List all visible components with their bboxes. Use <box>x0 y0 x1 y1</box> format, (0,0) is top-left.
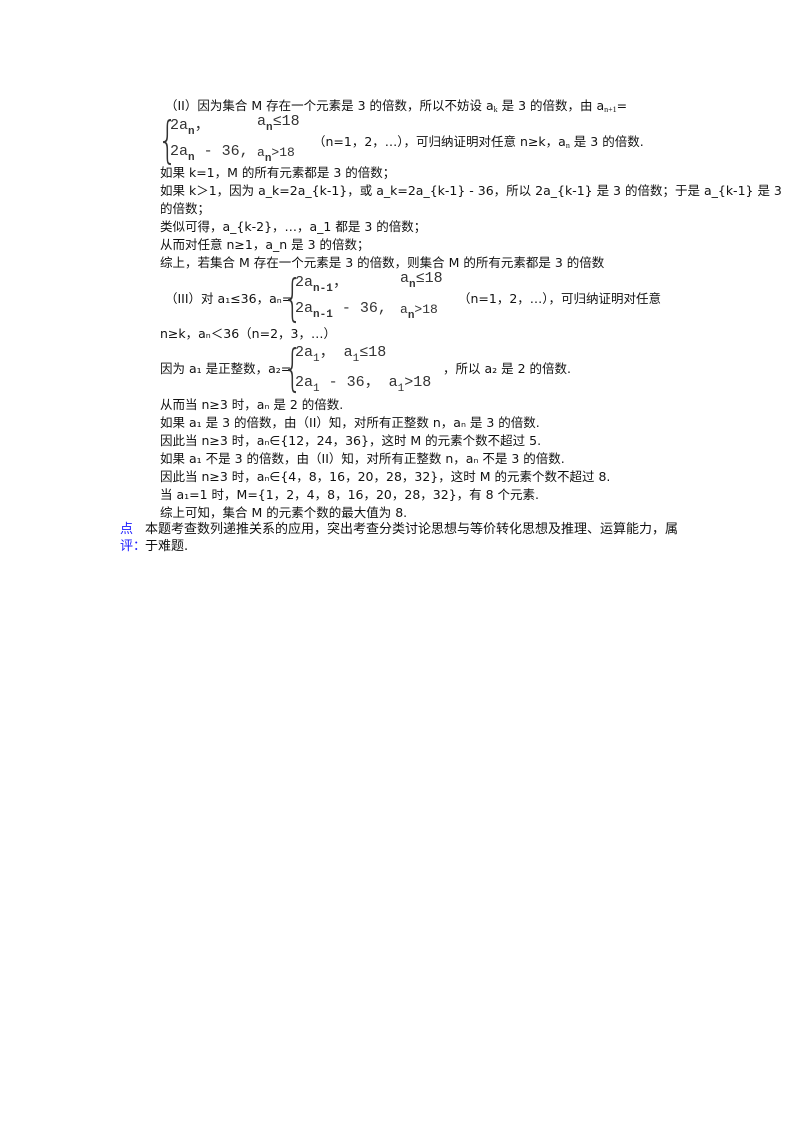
label-text: 评： <box>120 539 147 554</box>
text: 2a <box>295 274 314 291</box>
subscript: n <box>266 122 273 134</box>
formula2-row-2: 2a1 - 36， a1>18 <box>295 370 431 395</box>
part2-line: 类似可得，a_{k-2}，…，a_1 都是 3 的倍数； <box>160 219 427 234</box>
text: 2a <box>295 344 314 361</box>
part3-line: 从而当 n≥3 时，aₙ 是 2 的倍数. <box>160 397 344 412</box>
formula-row-2: 2an-1 - 36, <box>295 300 387 321</box>
part2-line: 综上，若集合 M 存在一个元素是 3 的倍数，则集合 M 的所有元素都是 3 的… <box>160 255 605 270</box>
part2-intro: （II）因为集合 M 存在一个元素是 3 的倍数，所以不妨设 ak 是 3 的倍… <box>165 97 627 118</box>
text: - 36, <box>194 143 249 160</box>
part3-line: 因此当 n≥3 时，aₙ∈{4，8，16，20，28，32}，这时 M 的元素个… <box>160 469 611 484</box>
text: a <box>257 113 267 130</box>
formula-cond-2: an>18 <box>257 145 295 165</box>
subscript: n <box>407 310 415 322</box>
subscript: n <box>565 141 570 150</box>
text: >18 <box>404 374 432 391</box>
comment-text: 本题考查数列递推关系的应用，突出考查分类讨论思想与等价转化思想及推理、运算能力，… <box>145 522 679 554</box>
subscript: n <box>188 126 195 138</box>
subscript: n-1 <box>313 309 333 321</box>
text: a <box>257 145 265 160</box>
text: （II）因为集合 M 存在一个元素是 3 的倍数，所以不妨设 a <box>165 98 494 113</box>
text: - 36, <box>332 300 387 317</box>
text: = <box>616 98 628 113</box>
subscript: 1 <box>313 353 320 365</box>
label-text: 点 <box>120 522 134 537</box>
part2-line: 从而对任意 n≥1，a_n 是 3 的倍数； <box>160 237 370 252</box>
part3-after-formula: （n=1，2，…），可归纳证明对任意 <box>458 291 662 306</box>
part2-line: 如果 k=1，M 的所有元素都是 3 的倍数； <box>160 165 396 180</box>
formula-row-1: 2an， <box>170 113 210 138</box>
text: - 36， a <box>319 374 398 391</box>
part3-line: 因此当 n≥3 时，aₙ∈{12，24，36}，这时 M 的元素个数不超过 5. <box>160 433 542 448</box>
text: ≤18 <box>359 344 387 361</box>
part3-line: 当 a₁=1 时，M={1，2，4，8，16，20，28，32}，有 8 个元素… <box>160 487 540 502</box>
text: >18 <box>271 145 295 160</box>
text: ≤18 <box>272 113 300 130</box>
part3-because: 因为 a₁ 是正整数，a₂= <box>160 361 292 376</box>
text: （n=1，2，…），可归纳证明对任意 n≥k，a <box>313 134 566 149</box>
formula-row-1: 2an-1， <box>295 270 348 295</box>
text: 是 3 的倍数. <box>569 134 644 149</box>
part3-line: 综上可知，集合 M 的元素个数的最大值为 8. <box>160 505 408 520</box>
text: ， a <box>319 344 353 361</box>
subscript: 1 <box>352 353 360 365</box>
part2-line: 的倍数； <box>160 201 211 216</box>
text: ≤18 <box>415 270 443 287</box>
formula-cond-1: an≤18 <box>400 270 443 291</box>
subscript: n <box>188 152 195 164</box>
text: 2a <box>170 117 189 134</box>
part3-because-tail: ，所以 a₂ 是 2 的倍数. <box>443 361 571 376</box>
subscript: n <box>264 153 272 165</box>
subscript: n+1 <box>604 105 617 114</box>
left-brace: { <box>283 339 303 397</box>
part3-line: 如果 a₁ 不是 3 的倍数，由（II）知，对所有正整数 n，aₙ 不是 3 的… <box>160 451 565 466</box>
text: 2a <box>295 300 314 317</box>
part2-after-formula: （n=1，2，…），可归纳证明对任意 n≥k，an 是 3 的倍数. <box>313 133 644 154</box>
subscript: 1 <box>313 383 320 395</box>
left-brace: { <box>283 269 303 327</box>
left-brace: { <box>158 111 178 169</box>
text: a <box>400 270 410 287</box>
subscript: n <box>409 279 416 291</box>
text: ， <box>332 274 348 291</box>
text: 2a <box>170 143 189 160</box>
text: a <box>400 302 408 317</box>
text: 是 3 的倍数，由 a <box>497 98 605 113</box>
text: >18 <box>414 302 438 317</box>
formula-row-2: 2an - 36, <box>170 143 249 164</box>
formula2-row-1: 2a1， a1≤18 <box>295 340 386 365</box>
formula-cond-2: an>18 <box>400 302 438 322</box>
part3-continuation: n≥k，aₙ＜36（n=2，3，…） <box>160 326 336 341</box>
text: ， <box>194 117 210 134</box>
comment-label: 点 评： <box>120 521 146 555</box>
part3-intro: （III）对 a₁≤36，aₙ= <box>165 291 293 306</box>
part2-line: 如果 k＞1，因为 a_k=2a_{k-1}，或 a_k=2a_{k-1} - … <box>160 183 782 198</box>
part3-line: 如果 a₁ 是 3 的倍数，由（II）知，对所有正整数 n，aₙ 是 3 的倍数… <box>160 415 540 430</box>
subscript: n-1 <box>313 283 333 295</box>
formula-cond-1: an≤18 <box>257 113 300 134</box>
subscript: 1 <box>397 383 405 395</box>
text: 2a <box>295 374 314 391</box>
subscript: k <box>493 105 498 114</box>
